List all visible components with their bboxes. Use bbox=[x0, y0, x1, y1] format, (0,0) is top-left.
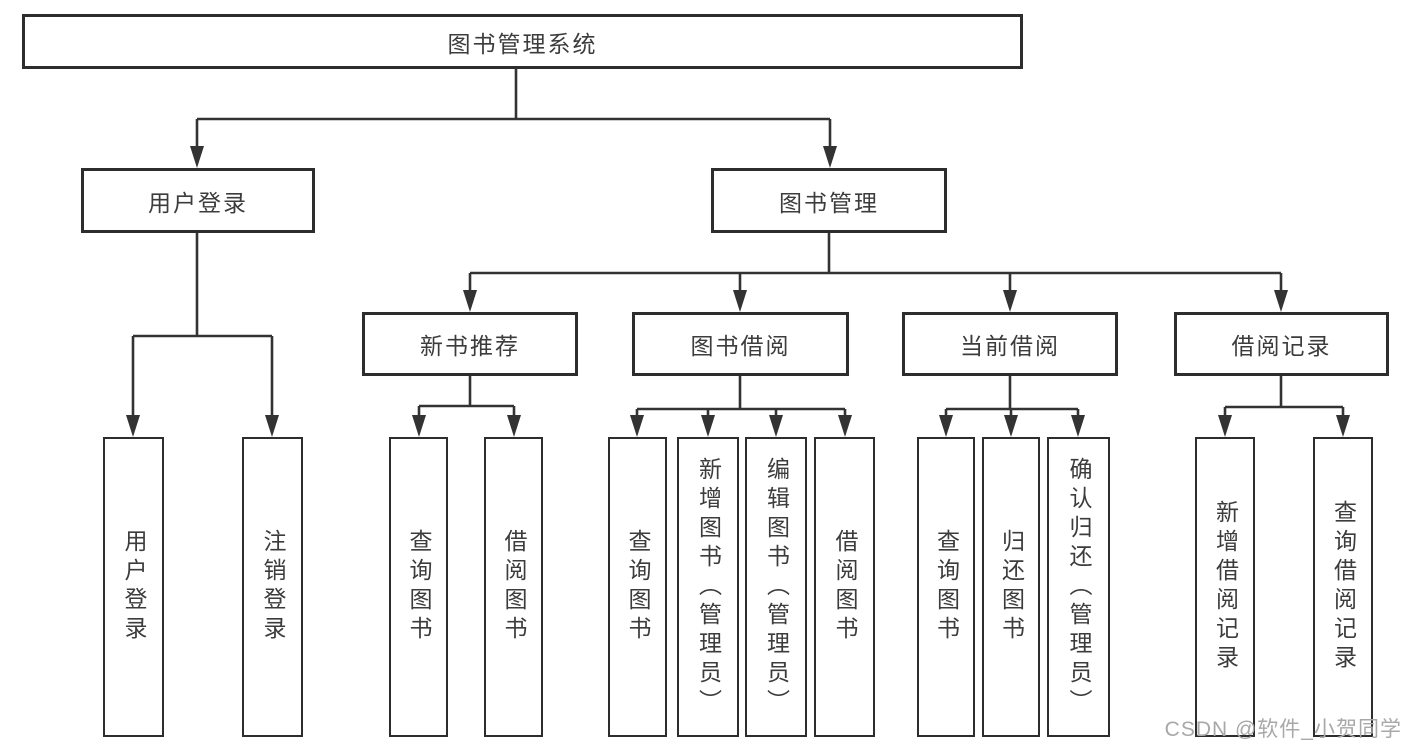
node-book-management: 图书管理 bbox=[711, 168, 947, 233]
leaf-borrow-book: 借阅图书 bbox=[814, 437, 875, 737]
connector-root-to-level2 bbox=[190, 69, 837, 168]
leaf-user-login: 用户登录 bbox=[103, 437, 164, 737]
leaf-query-borrow-record: 查询借阅记录 bbox=[1313, 437, 1373, 737]
connector-new-book-children bbox=[412, 376, 521, 437]
connector-book-borrow-children bbox=[630, 376, 852, 437]
node-root-system: 图书管理系统 bbox=[22, 14, 1023, 69]
connector-borrow-record-children bbox=[1218, 376, 1350, 437]
leaf-edit-book-admin: 编辑图书（管理员） bbox=[745, 437, 807, 737]
connector-current-borrow-children bbox=[939, 376, 1085, 437]
leaf-add-borrow-record: 新增借阅记录 bbox=[1195, 437, 1255, 737]
leaf-borrow-book-recommend: 借阅图书 bbox=[484, 437, 543, 737]
leaf-query-book-recommend: 查询图书 bbox=[389, 437, 448, 737]
connector-user-login-children bbox=[126, 233, 279, 437]
leaf-query-book-borrow: 查询图书 bbox=[608, 437, 667, 737]
leaf-logout-login: 注销登录 bbox=[242, 437, 303, 737]
csdn-watermark: CSDN @软件_小贺同学 bbox=[1164, 718, 1402, 741]
node-new-book-recommend: 新书推荐 bbox=[362, 312, 578, 376]
leaf-confirm-return-admin: 确认归还（管理员） bbox=[1047, 437, 1110, 737]
node-current-borrow: 当前借阅 bbox=[902, 312, 1118, 376]
node-borrow-record: 借阅记录 bbox=[1174, 312, 1389, 376]
node-book-borrow: 图书借阅 bbox=[632, 312, 849, 376]
leaf-return-book: 归还图书 bbox=[982, 437, 1040, 737]
connector-book-management-children bbox=[463, 233, 1288, 312]
leaf-add-book-admin: 新增图书（管理员） bbox=[677, 437, 739, 737]
leaf-query-book-current: 查询图书 bbox=[917, 437, 975, 737]
node-user-login: 用户登录 bbox=[81, 168, 315, 233]
